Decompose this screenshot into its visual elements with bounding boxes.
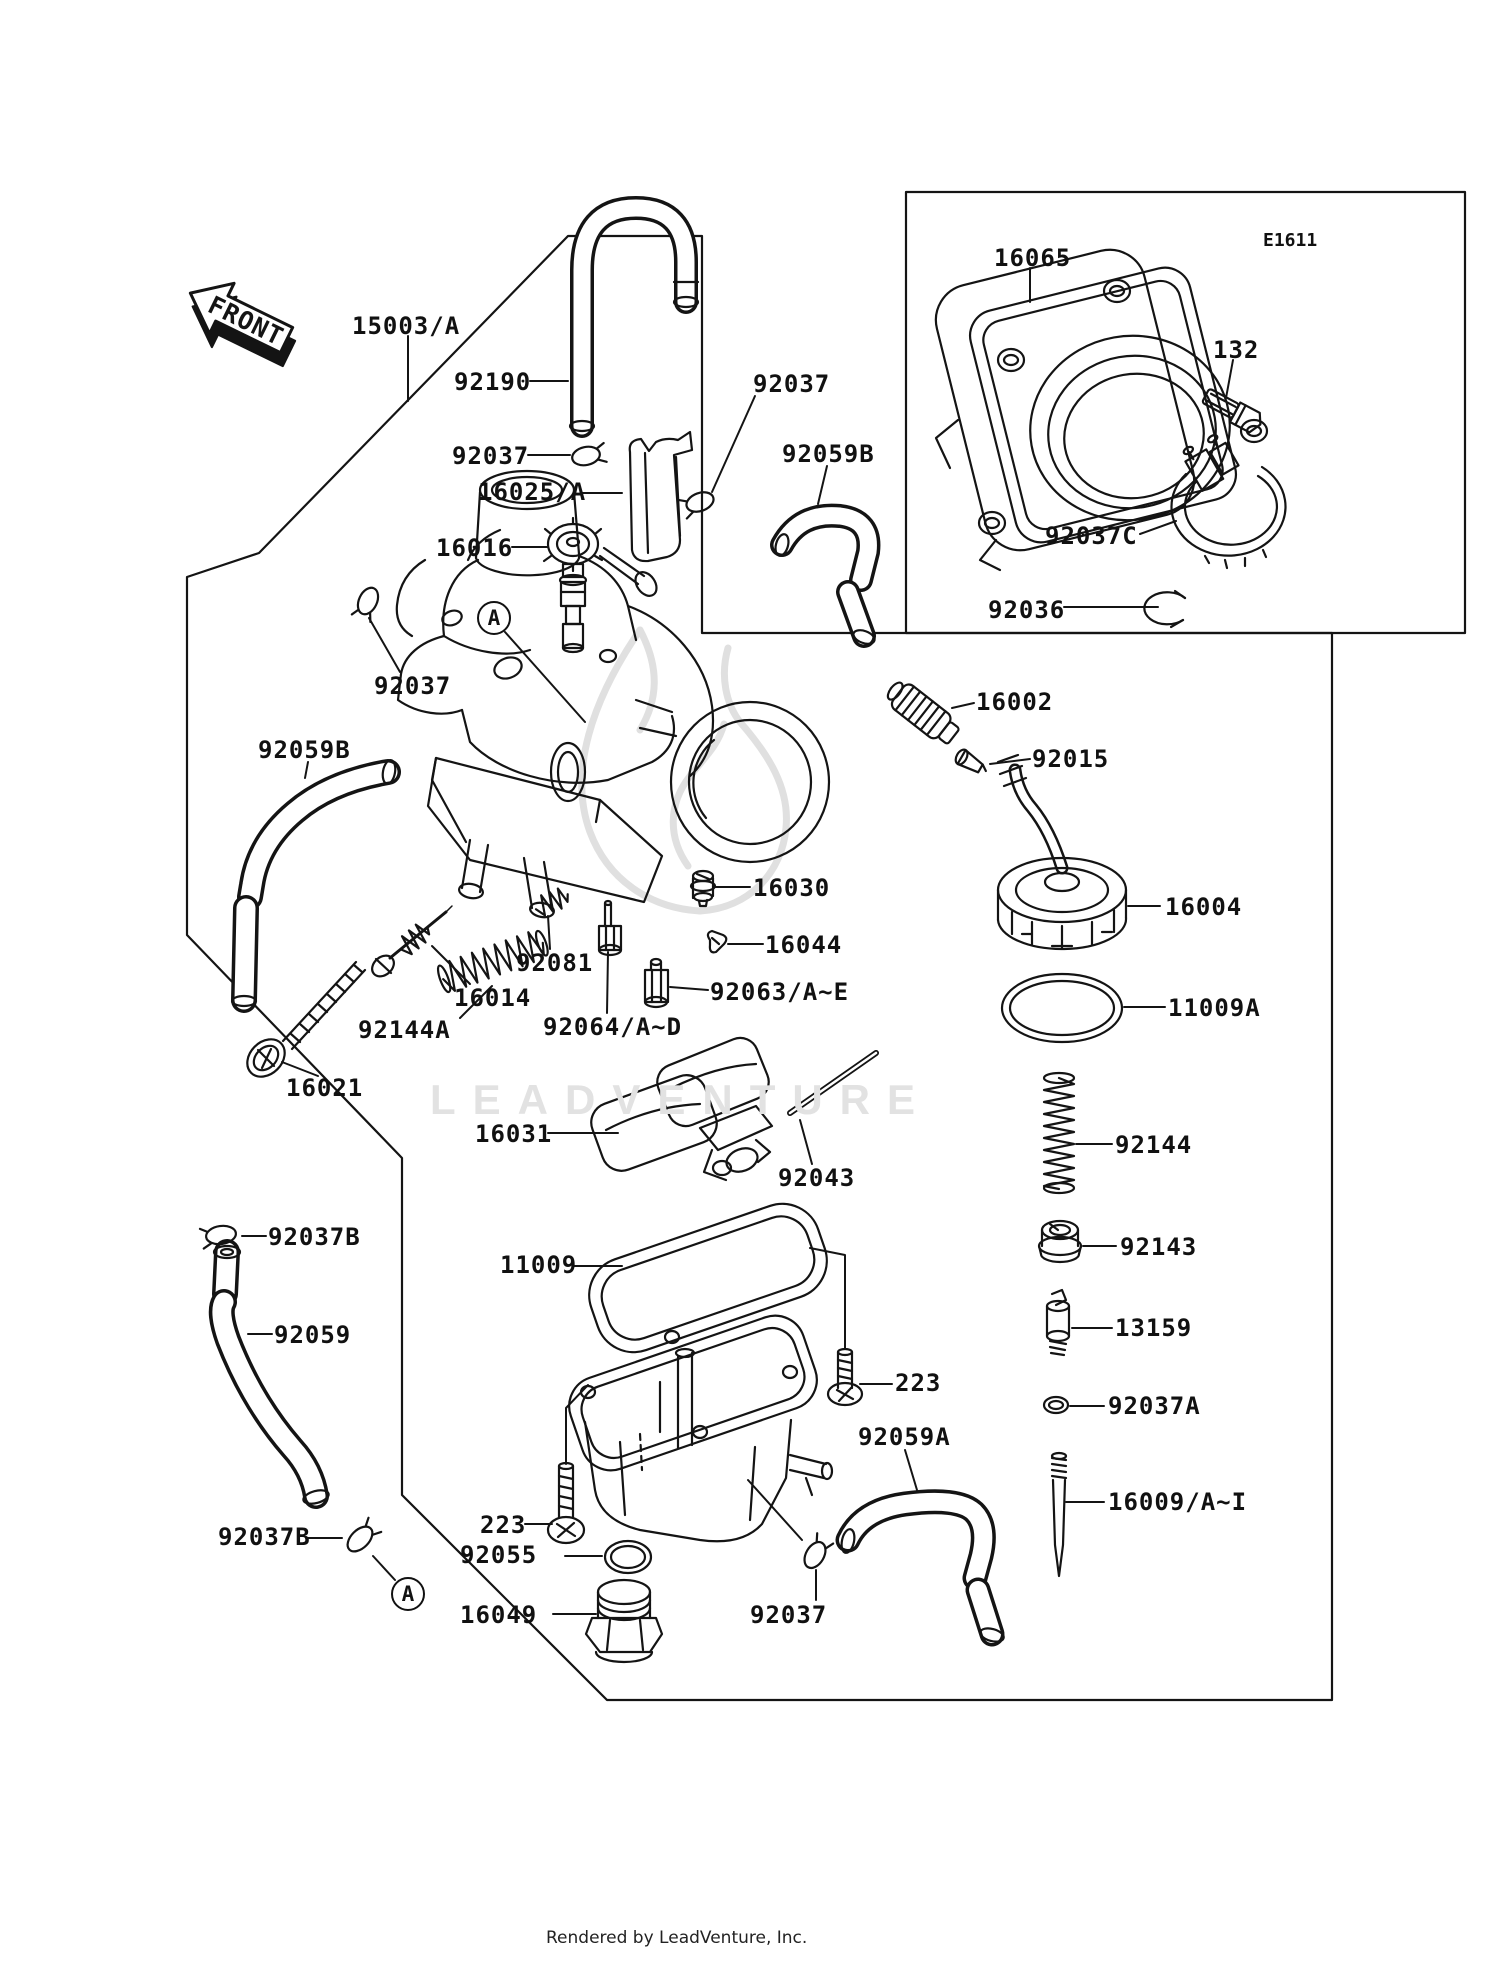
clip-92037b-top xyxy=(198,1224,238,1250)
part-label-92144A: 92144A xyxy=(358,1016,451,1044)
float-pin-92043 xyxy=(787,1050,879,1116)
part-label-16021: 16021 xyxy=(286,1074,364,1102)
oring-92055 xyxy=(603,1539,653,1575)
cable-adjuster-16016 xyxy=(542,516,604,654)
part-label-E1611: E1611 xyxy=(1263,230,1318,251)
screw-223-right xyxy=(826,1347,864,1407)
part-label-92036: 92036 xyxy=(988,596,1066,624)
screw-16021 xyxy=(246,960,367,1078)
part-label-16049: 16049 xyxy=(460,1601,538,1629)
part-label-223-right: 223 xyxy=(895,1369,942,1397)
part-label-16044: 16044 xyxy=(765,931,843,959)
part-label-92037-left: 92037 xyxy=(374,672,452,700)
jet-needle-16009 xyxy=(1050,1451,1068,1578)
valve-seat-13159 xyxy=(1045,1288,1071,1357)
part-label-16030: 16030 xyxy=(753,874,831,902)
intake-flange-16065 xyxy=(934,248,1269,572)
spring-92081 xyxy=(534,887,569,917)
clamp-92037c xyxy=(1170,434,1287,570)
part-label-92037-bottom: 92037 xyxy=(750,1601,828,1629)
part-label-92037C: 92037C xyxy=(1045,522,1138,550)
part-label-92190: 92190 xyxy=(454,368,532,396)
part-label-132: 132 xyxy=(1213,336,1260,364)
part-label-92043: 92043 xyxy=(778,1164,856,1192)
hose-92059b-left xyxy=(230,759,401,1013)
spring-92144a xyxy=(436,929,549,994)
idle-adjuster-16002 xyxy=(886,681,960,745)
screw-223-left xyxy=(546,1461,586,1545)
clip-92037b-bottom xyxy=(346,1516,383,1553)
part-label-92064: 92064/A~D xyxy=(543,1013,683,1041)
pilot-jet-16030 xyxy=(689,869,717,908)
jet-92015 xyxy=(954,748,987,774)
drain-plug-16049 xyxy=(584,1578,664,1664)
part-label-92059B-left: 92059B xyxy=(258,736,351,764)
clip-92037-bottom xyxy=(803,1532,835,1570)
part-label-92037B-top: 92037B xyxy=(268,1223,361,1251)
bowl-gasket-11009 xyxy=(588,1202,828,1354)
hose-92059 xyxy=(208,1239,330,1509)
part-label-16016: 16016 xyxy=(436,534,514,562)
flange-bolt-132 xyxy=(1201,388,1262,434)
footer-credit: Rendered by LeadVenture, Inc. xyxy=(546,1928,808,1948)
part-label-92144: 92144 xyxy=(1115,1131,1193,1159)
carburetor-body xyxy=(395,469,831,919)
part-label-92015: 92015 xyxy=(1032,745,1110,773)
needle-valve-16044 xyxy=(706,929,728,954)
part-label-16065: 16065 xyxy=(994,244,1072,272)
stopper-92143 xyxy=(1037,1219,1083,1264)
part-label-16009: 16009/A~I xyxy=(1108,1488,1248,1516)
fuel-pipe-92190 xyxy=(568,196,700,438)
leader-lines xyxy=(241,267,1234,1615)
part-label-15003A: 15003/A xyxy=(352,312,461,340)
clip-92036 xyxy=(1143,589,1187,629)
part-label-92059B-right: 92059B xyxy=(782,440,875,468)
spring-92144 xyxy=(1042,1071,1076,1195)
part-label-92143: 92143 xyxy=(1120,1233,1198,1261)
part-label-92059A: 92059A xyxy=(858,1423,951,1451)
part-label-92037-slide: 92037 xyxy=(452,442,530,470)
oring-92037a xyxy=(1042,1395,1070,1415)
part-label-16004: 16004 xyxy=(1165,893,1243,921)
throttle-slide-16025 xyxy=(628,430,694,563)
part-label-11009: 11009 xyxy=(500,1251,578,1279)
part-label-16002: 16002 xyxy=(976,688,1054,716)
part-label-11009A: 11009A xyxy=(1168,994,1261,1022)
cap-16004 xyxy=(996,753,1128,951)
clip-92037-left xyxy=(350,586,380,624)
part-label-92037-top: 92037 xyxy=(753,370,831,398)
callout-A-1: A xyxy=(477,601,511,635)
callout-A-2: A xyxy=(391,1577,425,1611)
part-label-92037A: 92037A xyxy=(1108,1392,1201,1420)
air-screw-16014 xyxy=(371,905,453,978)
diagram-border xyxy=(185,190,1467,1702)
float-bowl xyxy=(568,1314,834,1543)
part-label-92081: 92081 xyxy=(516,949,594,977)
part-label-16031: 16031 xyxy=(475,1120,553,1148)
part-label-92055: 92055 xyxy=(460,1541,538,1569)
part-label-13159: 13159 xyxy=(1115,1314,1193,1342)
hose-92059a xyxy=(835,1489,1005,1647)
part-label-92059: 92059 xyxy=(274,1321,352,1349)
part-label-92063: 92063/A~E xyxy=(710,978,850,1006)
clip-92037-slide xyxy=(571,441,608,467)
float-16031 xyxy=(590,1036,774,1182)
oring-11009a xyxy=(1000,972,1124,1044)
part-label-92037B-bottom: 92037B xyxy=(218,1523,311,1551)
front-arrow-icon: FRONT xyxy=(188,281,297,368)
jet-holder-92064 xyxy=(597,899,623,957)
watermark-flame-icon xyxy=(578,626,790,915)
part-label-16014: 16014 xyxy=(454,984,532,1012)
clip-92037-top xyxy=(677,491,715,520)
part-label-223-left: 223 xyxy=(480,1511,527,1539)
hose-92059b-right xyxy=(770,503,881,648)
part-label-16025A: 16025/A xyxy=(478,478,587,506)
main-jet-92063 xyxy=(643,957,670,1009)
watermark-text: LEADVENTURE xyxy=(430,1076,933,1123)
